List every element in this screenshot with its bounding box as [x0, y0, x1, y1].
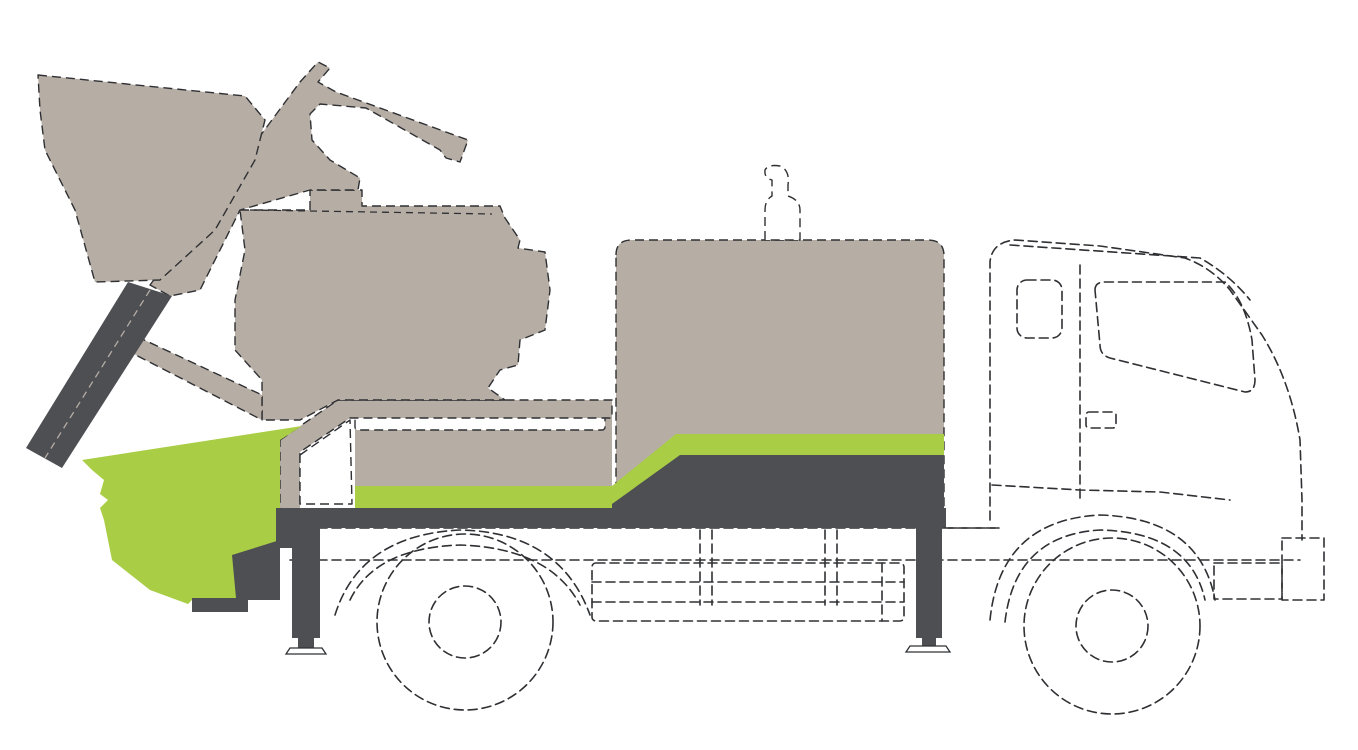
truck-cab: [989, 239, 1325, 623]
chassis-beam: [276, 508, 946, 548]
dark-base-panel: [612, 455, 944, 512]
hopper: [37, 74, 266, 283]
front-wheel: [1023, 537, 1201, 715]
fuel-tank: [591, 529, 905, 622]
outrigger-leg-front: [904, 526, 952, 653]
exhaust-stack: [764, 164, 801, 241]
outrigger-leg-rear: [284, 526, 328, 655]
arm-brace: [129, 337, 263, 421]
mixer-drum: [234, 189, 551, 421]
hydraulic-cylinder: [26, 282, 172, 468]
rear-wheel: [376, 533, 554, 711]
chassis-frame-dashed: [289, 527, 1301, 561]
lift-arm: [149, 61, 469, 297]
rear-fender: [334, 529, 591, 616]
feed-hopper: [82, 426, 302, 612]
